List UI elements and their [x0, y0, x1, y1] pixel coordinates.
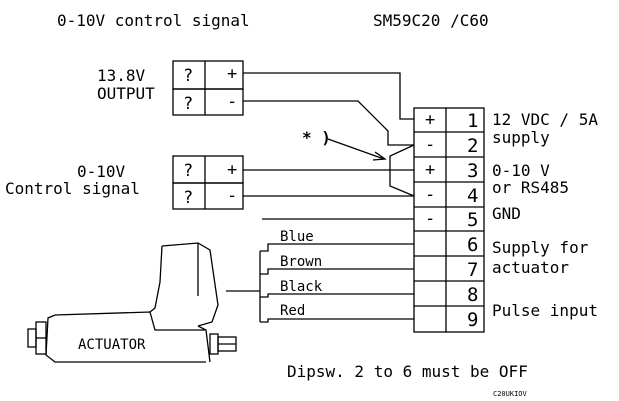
output-terminal-1-polarity: + — [227, 64, 237, 84]
terminal-7-number: 7 — [467, 259, 478, 281]
output-label-line2: OUTPUT — [97, 84, 155, 103]
terminal-4-sign: - — [425, 185, 435, 205]
actuator-drawing — [27, 242, 237, 363]
terminal-6-label-line2: actuator — [492, 258, 569, 277]
header-right-title: SM59C20 /C60 — [373, 11, 489, 30]
terminal-1-number: 1 — [467, 110, 478, 132]
terminal-8-number: 8 — [467, 284, 478, 306]
output-terminal-2-marker: ? — [183, 94, 193, 114]
terminal-4-number: 4 — [467, 185, 478, 207]
control-wires — [243, 169, 414, 197]
terminal-2-number: 2 — [467, 135, 478, 157]
output-terminal-block — [172, 60, 244, 116]
figure-code: C20UKIOV — [493, 390, 528, 398]
terminal-3-label-line1: 0-10 V — [492, 161, 550, 180]
terminal-3-label-line2: or RS485 — [492, 178, 569, 197]
output-terminal-2-polarity: - — [227, 92, 237, 112]
jumper-wire — [389, 144, 415, 197]
terminal-1-sign: + — [425, 110, 435, 130]
terminal-9-number: 9 — [467, 309, 478, 331]
supply-wires — [243, 72, 414, 146]
terminal-8-label: Pulse input — [492, 301, 598, 320]
control-terminal-1-polarity: + — [227, 160, 237, 180]
output-label-line1: 13.8V — [97, 66, 146, 85]
terminal-5-sign: - — [425, 209, 435, 229]
control-terminal-2-polarity: - — [227, 186, 237, 206]
dip-switch-note: Dipsw. 2 to 6 must be OFF — [287, 362, 528, 381]
control-label-line2: Control signal — [5, 179, 140, 198]
header-left-title: 0-10V control signal — [57, 11, 250, 30]
terminal-1-label-line2: supply — [492, 128, 550, 147]
terminal-6-label-line1: Supply for — [492, 238, 589, 257]
wire-label-blue: Blue — [280, 229, 314, 245]
wire-label-brown: Brown — [280, 254, 322, 270]
terminal-5-label: GND — [492, 204, 521, 223]
jumper-note-arrow — [327, 138, 387, 161]
terminal-3-sign: + — [425, 160, 435, 180]
control-label-line1: 0-10V — [77, 162, 126, 181]
actuator-label: ACTUATOR — [78, 337, 146, 353]
terminal-1-label-line1: 12 VDC / 5A — [492, 110, 598, 129]
actuator-wires — [226, 243, 414, 323]
terminal-strip — [413, 107, 485, 333]
wire-label-black: Black — [280, 279, 323, 295]
terminal-2-sign: - — [425, 135, 435, 155]
jumper-note: * ) — [302, 128, 331, 147]
terminal-3-number: 3 — [467, 160, 478, 182]
wire-label-red: Red — [280, 303, 305, 319]
terminal-5-number: 5 — [467, 209, 478, 231]
terminal-6-number: 6 — [467, 234, 478, 256]
control-terminal-1-marker: ? — [183, 161, 193, 181]
output-terminal-1-marker: ? — [183, 66, 193, 86]
control-terminal-2-marker: ? — [183, 188, 193, 208]
